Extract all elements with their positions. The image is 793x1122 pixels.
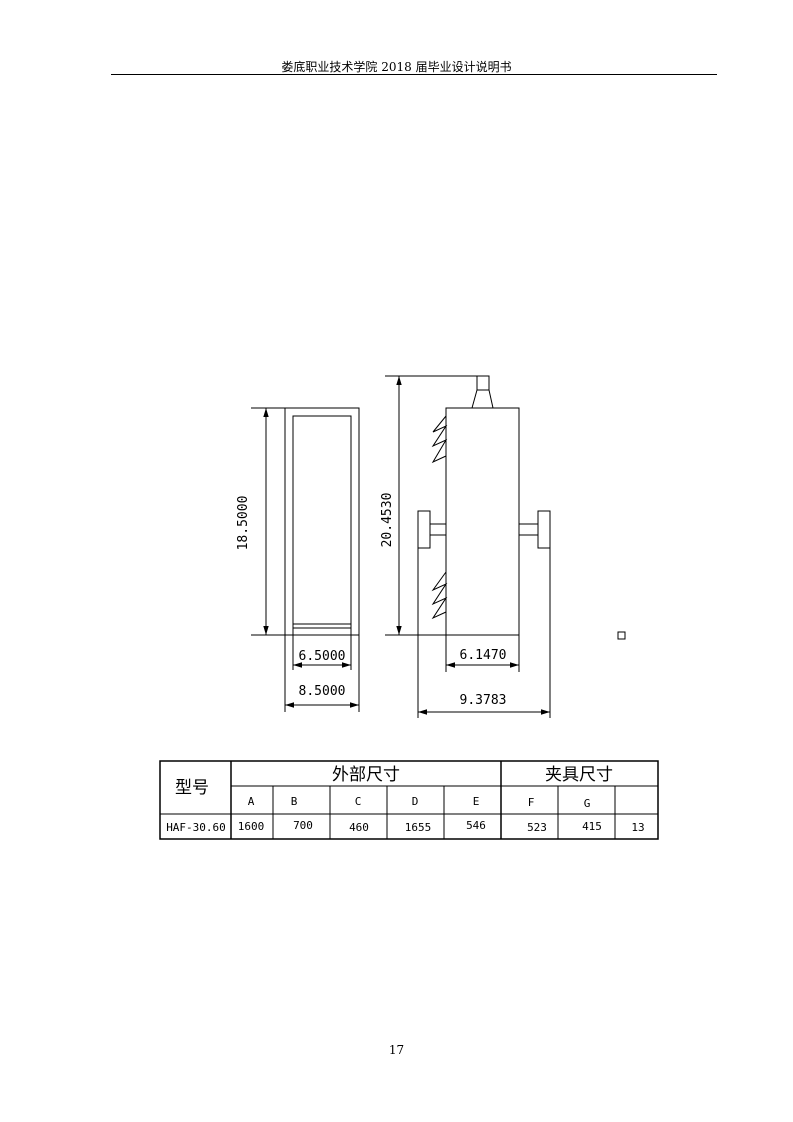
table-column-header: B [291, 795, 298, 808]
side-width-extensions [417, 548, 551, 718]
table-value-cell: 1655 [405, 821, 432, 834]
side-view [417, 375, 551, 636]
table-column-header: A [248, 795, 255, 808]
table-value-cell: 546 [466, 819, 486, 832]
front-height-dimension [251, 407, 285, 636]
front-inner-panel [292, 415, 352, 629]
table-value-cell: 415 [582, 820, 602, 833]
top-pipe-flare [471, 389, 494, 409]
table-model-cell: HAF-30.60 [166, 821, 226, 834]
side-total-width-label: 9.3783 [460, 693, 507, 708]
page-number: 17 [388, 1043, 405, 1057]
table-value-cell: 523 [527, 821, 547, 834]
front-outer-width-label: 8.5000 [299, 684, 346, 699]
side-height-label: 20.4530 [380, 493, 395, 548]
front-height-label: 18.5000 [236, 496, 251, 551]
table-column-header: G [584, 797, 591, 810]
left-clamp [417, 510, 431, 549]
dimension-table [159, 760, 659, 840]
header-rule [111, 74, 717, 75]
table-clamp-dims-header: 夹具尺寸 [545, 765, 613, 785]
table-column-header: F [528, 796, 535, 809]
front-width-extensions [284, 628, 360, 712]
side-height-dimension [385, 375, 477, 636]
table-column-header: D [412, 795, 419, 808]
table-value-cell: 1600 [238, 820, 265, 833]
table-value-cell: 13 [631, 821, 644, 834]
top-pipe [476, 375, 490, 391]
table-column-header: C [355, 795, 362, 808]
table-value-cell: 700 [293, 819, 313, 832]
side-body [445, 407, 520, 636]
table-column-header: E [473, 795, 480, 808]
upper-fins [431, 415, 448, 464]
front-view [284, 407, 360, 636]
table-outer-dims-header: 外部尺寸 [332, 765, 400, 785]
right-clamp [537, 510, 551, 549]
table-model-header: 型号 [175, 778, 209, 798]
front-outer-frame [284, 407, 360, 636]
header-title: 娄底职业技术学院 2018 届毕业设计说明书 [281, 60, 512, 74]
side-body-width-label: 6.1470 [460, 648, 507, 663]
square-marker [617, 631, 626, 640]
front-inner-width-label: 6.5000 [299, 649, 346, 664]
lower-fins [431, 571, 448, 620]
table-value-cell: 460 [349, 821, 369, 834]
